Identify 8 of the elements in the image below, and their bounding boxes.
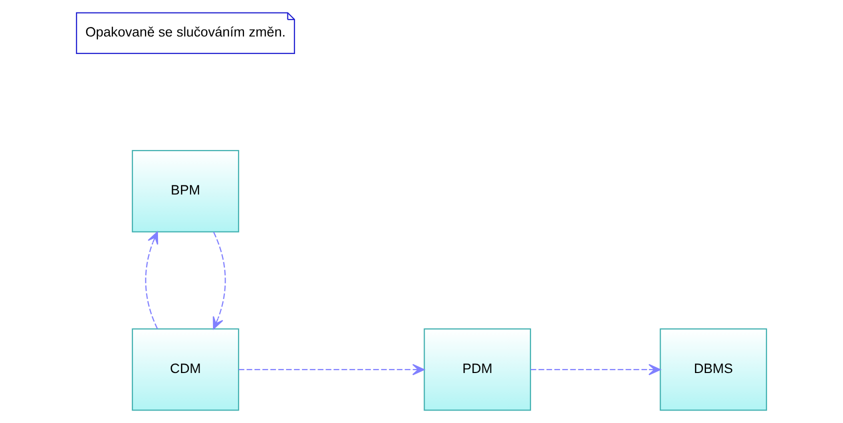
node-box: BPM: [132, 150, 240, 232]
arrow: [212, 232, 226, 330]
arrow: [530, 364, 661, 376]
node-box: PDM: [424, 328, 532, 411]
node-box: CDM: [132, 328, 240, 411]
node-box: DBMS: [660, 328, 768, 411]
arrow: [238, 364, 425, 376]
arrow: [145, 231, 158, 330]
